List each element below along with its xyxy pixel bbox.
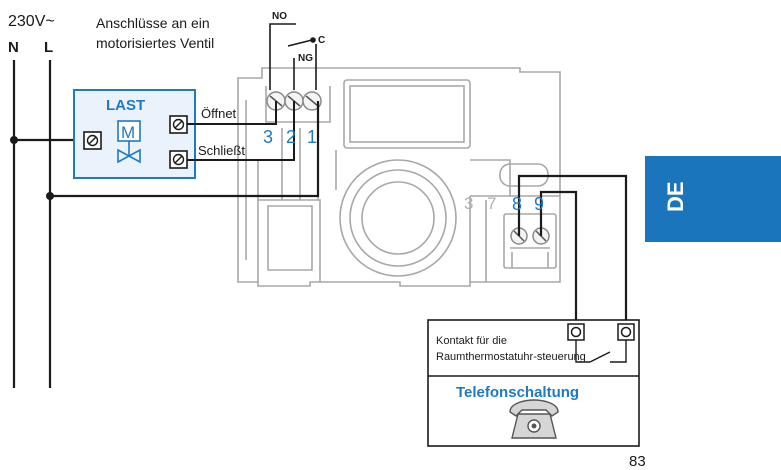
relay-nc-label: NG <box>298 53 313 64</box>
load-terminal-marks <box>86 118 185 166</box>
neutral-junction <box>10 136 18 144</box>
terminal-2-label: 2 <box>286 127 296 147</box>
phone-contact-line-1: Kontakt für die <box>436 335 507 347</box>
supply-voltage: 230V~ <box>8 13 55 30</box>
phone-contact-line-2: Raumthermostatuhr-steuerung <box>436 351 586 363</box>
relay-contact <box>269 23 317 90</box>
telephone-icon <box>509 399 559 439</box>
motor-label: M <box>121 123 135 142</box>
neutral-label: N <box>8 39 19 56</box>
terminal-7-label: 7 <box>487 194 496 213</box>
phone-wires <box>517 174 628 325</box>
valve-caption-line-2: motorisiertes Ventil <box>96 35 214 51</box>
page-number: 83 <box>629 453 646 470</box>
terminal-3b-label: 3 <box>464 194 473 213</box>
supply-rails <box>12 60 320 388</box>
load-title: LAST <box>106 97 145 114</box>
phone-terminals <box>567 323 635 341</box>
terminal-block-right <box>510 227 550 245</box>
language-tab-label: DE <box>663 181 688 212</box>
terminal-1-label: 1 <box>307 127 317 147</box>
phone-box-title: Telefonschaltung <box>456 384 579 401</box>
valve-caption-line-1: Anschlüsse an ein <box>96 15 210 31</box>
relay-common-label: C <box>318 35 325 46</box>
terminal-9-label: 9 <box>534 194 544 214</box>
close-label: Schließt <box>198 143 245 158</box>
terminal-8-label: 8 <box>512 194 522 214</box>
phone-switch-symbol <box>575 340 627 363</box>
language-tab <box>645 156 781 242</box>
live-junction <box>46 192 54 200</box>
open-label: Öffnet <box>201 106 237 121</box>
terminal-3-label: 3 <box>263 127 273 147</box>
valve-wires <box>187 101 295 161</box>
relay-no-label: NO <box>272 11 287 22</box>
live-label: L <box>44 39 53 56</box>
